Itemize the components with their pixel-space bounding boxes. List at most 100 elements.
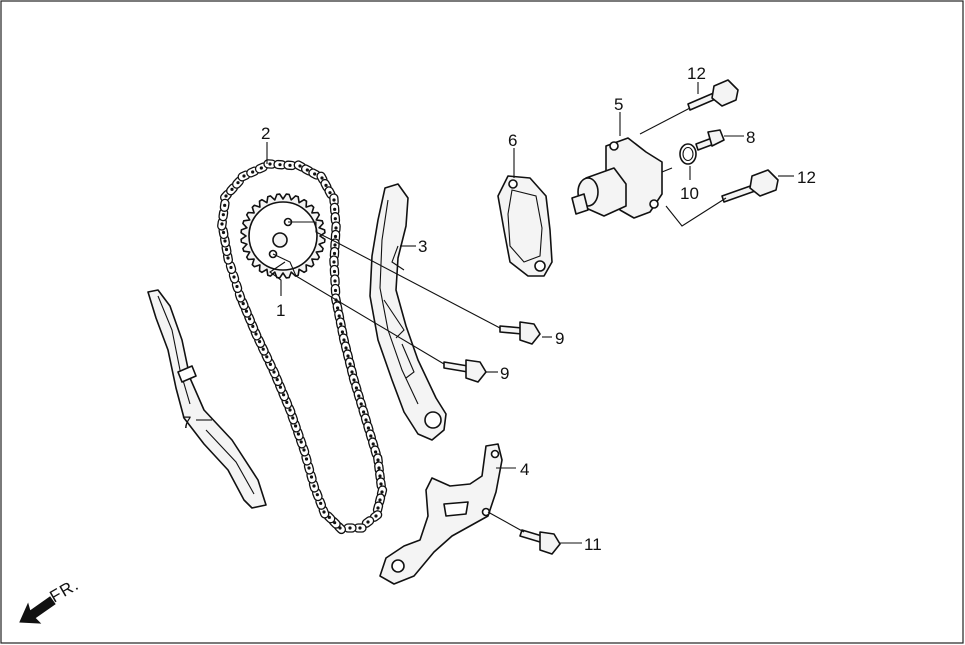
chain-pin (275, 378, 279, 382)
chain-pin (238, 294, 242, 298)
chain-pin (223, 239, 227, 243)
callout-12-upper: 12 (687, 64, 706, 83)
chain-pin (304, 457, 309, 461)
chain-pin (272, 370, 276, 374)
chain-pin (332, 260, 336, 264)
chain-pin (309, 475, 314, 479)
chain-pin (302, 448, 306, 452)
chain-pin (379, 482, 383, 486)
chain-pin (221, 230, 226, 235)
tensioner-slipper-part-3 (369, 183, 447, 441)
chain-pin (307, 466, 311, 470)
chain-pin (348, 362, 352, 366)
chain-pin (254, 332, 258, 336)
chain-pin (268, 162, 272, 166)
chain-pin (235, 284, 239, 289)
chain-pin (334, 226, 338, 230)
chain-pin (224, 194, 228, 198)
chain-pin (377, 466, 381, 470)
callout-2: 2 (261, 124, 270, 143)
callout-9-upper: 9 (555, 329, 564, 348)
bolt-part-9-lower (443, 359, 487, 383)
chain-pin (340, 330, 344, 334)
chain-pin (220, 222, 224, 226)
callout-7: 7 (182, 413, 191, 432)
chain-pin (248, 317, 252, 321)
chain-pin (342, 338, 346, 342)
chain-pin (285, 400, 289, 404)
chain-pin (320, 176, 324, 180)
chain-pin (333, 207, 337, 211)
chain-pin (296, 432, 300, 436)
chain-pin (241, 302, 245, 306)
chain-pin (376, 506, 380, 510)
chain-pin (328, 191, 332, 195)
bolt-part-8 (695, 129, 725, 151)
chain-pin (378, 474, 382, 478)
callout-12-lower: 12 (797, 168, 816, 187)
chain-pin (288, 408, 292, 412)
chain-pin (315, 493, 319, 497)
front-arrow-icon (19, 596, 56, 624)
chain-pin (378, 498, 382, 502)
chain-pin (374, 450, 378, 454)
chain-pin (221, 213, 225, 217)
chain-pin (366, 520, 370, 524)
chain-pin (333, 234, 338, 239)
chain-pin (288, 163, 292, 167)
chain-pin (358, 526, 362, 530)
chain-pin (242, 174, 246, 178)
chain-pin (251, 324, 255, 328)
chain-pin (332, 198, 336, 202)
chain-pin (278, 163, 282, 167)
chain-pin (344, 346, 348, 350)
callout-labels: 1 2 3 4 5 6 7 8 9 9 10 11 12 12 (182, 64, 816, 554)
callout-6: 6 (508, 131, 517, 150)
o-ring-part-10 (679, 143, 697, 165)
chain-pin (244, 309, 248, 313)
chain-pin (294, 424, 298, 428)
chain-pin (362, 410, 366, 414)
chain-pin (374, 514, 378, 518)
chain-pin (346, 354, 350, 358)
chain-pin (371, 442, 375, 446)
front-direction-indicator: FR. (19, 575, 82, 624)
chain-guide-part-7 (147, 289, 267, 509)
chain-pin (299, 440, 303, 444)
chain-pin (352, 378, 356, 382)
callout-4: 4 (520, 460, 529, 479)
bracket-part-4 (379, 443, 503, 585)
chain-pin (333, 279, 337, 283)
chain-pin (339, 322, 343, 326)
gasket-part-6 (497, 175, 553, 277)
chain-pin (380, 490, 384, 494)
callout-8: 8 (746, 128, 755, 147)
chain-pin (357, 394, 361, 398)
chain-pin (312, 484, 316, 488)
tensioner-lifter-part-5 (571, 137, 673, 219)
chain-pin (278, 385, 282, 389)
chain-pin (258, 340, 262, 344)
callout-3: 3 (418, 237, 427, 256)
chain-pin (332, 269, 337, 274)
chain-pin (265, 355, 269, 359)
chain-pin (332, 251, 337, 256)
callout-10: 10 (680, 184, 699, 203)
chain-pin (298, 164, 302, 168)
chain-pin (333, 288, 338, 293)
chain-pin (364, 418, 368, 422)
chain-pin (226, 256, 230, 260)
chain-pin (282, 393, 286, 397)
callout-9-lower: 9 (500, 364, 509, 383)
bolt-part-9-upper (499, 321, 541, 345)
chain-pin (259, 166, 263, 170)
leader-lines (196, 82, 794, 544)
callout-1: 1 (276, 301, 285, 320)
chain-pin (366, 426, 370, 430)
cam-sprocket-part-1 (240, 193, 326, 279)
chain-pin (223, 203, 227, 207)
chain-pin (348, 526, 352, 530)
bolt-part-12-upper (687, 79, 739, 111)
chain-pin (268, 362, 272, 366)
